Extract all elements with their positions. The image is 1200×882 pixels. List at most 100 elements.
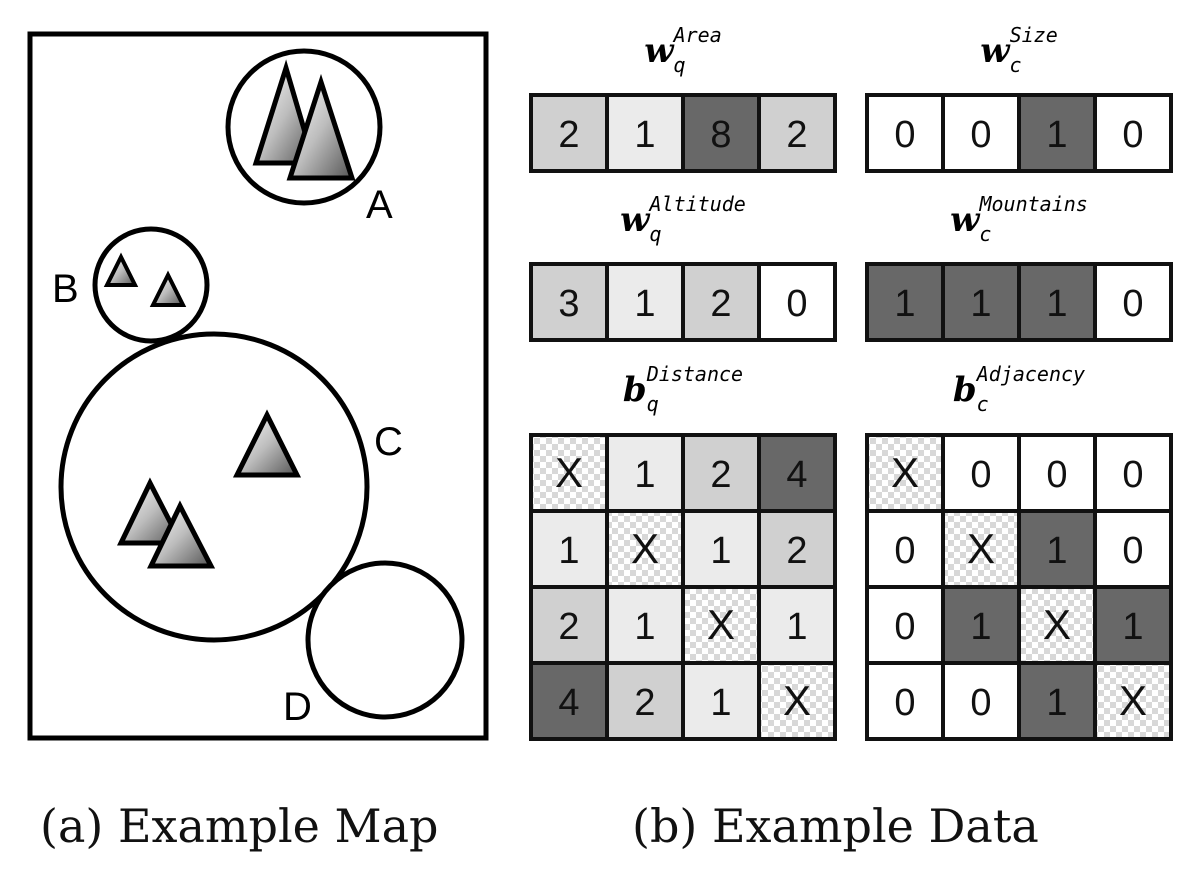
cell bbox=[941, 93, 1021, 173]
cell-value: 0 bbox=[894, 114, 915, 156]
cell bbox=[681, 661, 761, 741]
cell-value: 0 bbox=[1122, 530, 1143, 572]
altitude-title: wqAltitude bbox=[620, 192, 746, 246]
title-symbol: b bbox=[623, 370, 647, 410]
region-label-b: B bbox=[52, 267, 79, 311]
area-title: wqArea bbox=[644, 23, 722, 77]
cell bbox=[1093, 585, 1173, 665]
cell bbox=[605, 585, 685, 665]
region-a: A bbox=[225, 48, 393, 227]
title-superscript: Adjacency bbox=[975, 362, 1085, 386]
cell bbox=[757, 93, 837, 173]
title-subscript: q bbox=[649, 222, 661, 246]
title-subscript: q bbox=[647, 392, 659, 416]
cell-value: 1 bbox=[970, 283, 991, 325]
cell-value: 1 bbox=[634, 454, 655, 496]
cell bbox=[1093, 661, 1173, 741]
cell-value: 3 bbox=[558, 283, 579, 325]
cell-value: X bbox=[783, 677, 811, 724]
cell bbox=[757, 433, 837, 513]
cell bbox=[757, 262, 837, 342]
cell bbox=[605, 93, 685, 173]
adjacency-title: bc Adjacency bbox=[953, 362, 1085, 416]
title-superscript: Altitude bbox=[648, 192, 746, 216]
cell-value: 2 bbox=[786, 114, 807, 156]
cell bbox=[529, 262, 609, 342]
title-symbol: b bbox=[953, 370, 977, 410]
title-superscript: Size bbox=[1010, 23, 1058, 47]
cell-value: 0 bbox=[970, 682, 991, 724]
data-caption: (b) Example Data bbox=[632, 799, 1039, 853]
cell bbox=[1017, 433, 1097, 513]
cell-value: 0 bbox=[970, 454, 991, 496]
cell-value: 4 bbox=[558, 682, 579, 724]
cell bbox=[529, 661, 609, 741]
region-label-d: D bbox=[283, 685, 312, 729]
cell bbox=[605, 262, 685, 342]
mountain-icon bbox=[252, 59, 318, 166]
cell-value: 2 bbox=[558, 606, 579, 648]
vector-w-q-area: wqArea 2 1 8 2 bbox=[529, 23, 837, 173]
cell-value: 1 bbox=[634, 114, 655, 156]
cell-value: 0 bbox=[786, 283, 807, 325]
cell-value: 1 bbox=[1122, 606, 1143, 648]
cell bbox=[681, 433, 761, 513]
cell-value: 2 bbox=[710, 283, 731, 325]
cell bbox=[1017, 509, 1097, 589]
cell-value: 0 bbox=[894, 606, 915, 648]
cell-value: 0 bbox=[1122, 114, 1143, 156]
cell bbox=[605, 661, 685, 741]
cell bbox=[1017, 661, 1097, 741]
mountain-icon bbox=[147, 500, 216, 569]
cell bbox=[757, 661, 837, 741]
cell-value: 0 bbox=[1046, 454, 1067, 496]
cell bbox=[1093, 262, 1173, 342]
title-symbol: w bbox=[980, 31, 1011, 71]
cell-value: 0 bbox=[1122, 454, 1143, 496]
region-b: B bbox=[52, 226, 210, 344]
mountain-icon bbox=[286, 73, 356, 181]
cell bbox=[681, 93, 761, 173]
mountains-title: wcMountains bbox=[950, 192, 1088, 246]
title-superscript: Distance bbox=[646, 362, 743, 386]
cell-value: X bbox=[1043, 601, 1071, 648]
example-map: A B C D (a) Example Map bbox=[27, 31, 489, 853]
cell bbox=[1093, 433, 1173, 513]
cell-value: 1 bbox=[786, 606, 807, 648]
region-d: D bbox=[283, 560, 465, 729]
cell-value: X bbox=[631, 525, 659, 572]
region-label-c: C bbox=[374, 420, 403, 464]
cell-value: 1 bbox=[1046, 283, 1067, 325]
cell-value: X bbox=[555, 449, 583, 496]
cell-value: 8 bbox=[710, 114, 731, 156]
mountain-icon bbox=[149, 270, 187, 307]
mountain-icon bbox=[103, 252, 139, 287]
region-c: C bbox=[58, 331, 403, 643]
cell-value: 1 bbox=[1046, 114, 1067, 156]
title-subscript: q bbox=[674, 53, 686, 77]
title-subscript: c bbox=[977, 392, 989, 416]
cell-value: 0 bbox=[894, 530, 915, 572]
map-caption: (a) Example Map bbox=[40, 799, 438, 853]
title-superscript: Mountains bbox=[978, 192, 1087, 216]
cell-value: 1 bbox=[894, 283, 915, 325]
cell bbox=[865, 262, 945, 342]
cell-value: X bbox=[1119, 677, 1147, 724]
distance-title: bq Distance bbox=[623, 362, 743, 416]
cell-value: 1 bbox=[634, 283, 655, 325]
cell bbox=[1017, 93, 1097, 173]
mountain-icon bbox=[232, 409, 302, 478]
cell-value: 4 bbox=[786, 454, 807, 496]
title-subscript: c bbox=[979, 222, 991, 246]
cell-value: 1 bbox=[558, 530, 579, 572]
cell-value: 0 bbox=[894, 682, 915, 724]
cell bbox=[1093, 93, 1173, 173]
region-d-circle bbox=[305, 560, 465, 720]
cell-value: 2 bbox=[786, 530, 807, 572]
cell-value: 2 bbox=[558, 114, 579, 156]
